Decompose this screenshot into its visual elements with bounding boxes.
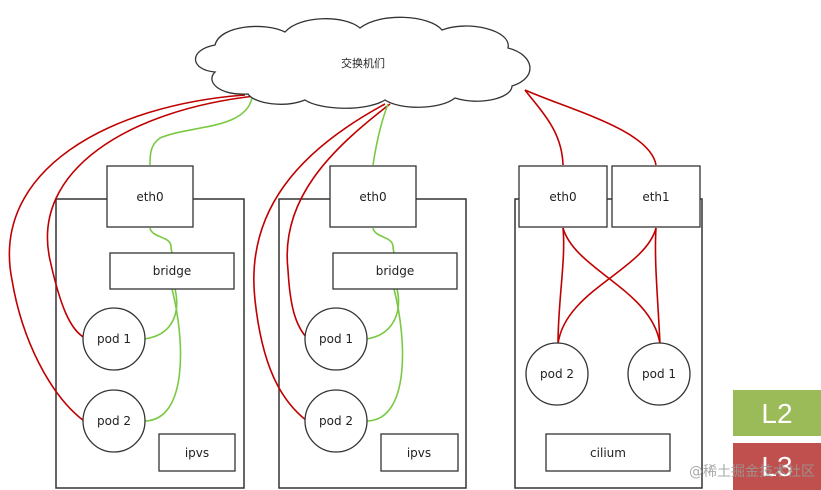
host-2-bridge-label: bridge <box>376 264 415 278</box>
legend: L2 L3 <box>733 390 821 490</box>
host-3-eth0-box <box>518 165 608 228</box>
host-2-pod2-circle <box>304 389 368 453</box>
host-1-pod2-label: pod 2 <box>97 414 131 428</box>
switch-cloud: 交换机们 <box>195 16 531 109</box>
host-2-pod1-circle <box>304 307 368 371</box>
l2-link-host1-bridge-pod2 <box>144 288 182 422</box>
host-3: eth0 eth1 pod 2 pod 1 cilium <box>518 165 701 472</box>
l3-links <box>8 89 661 422</box>
host-2-eth0-label: eth0 <box>359 190 386 204</box>
l2-link-host1-bridge-pod1 <box>143 288 178 340</box>
host-3-pod2-label: pod 2 <box>540 367 574 381</box>
host-2-pod1-label: pod 1 <box>319 332 353 346</box>
l3-link-eth1-pod1 <box>654 227 661 345</box>
l3-link-eth1-uplink <box>524 89 657 166</box>
host-1-pod2-circle <box>82 389 146 453</box>
l3-link-eth1-pod2 <box>557 227 657 345</box>
host-2: eth0 bridge pod 1 pod 2 ipvs <box>304 165 459 472</box>
l3-link-eth0-pod1 <box>562 227 661 345</box>
host-3-eth0-label: eth0 <box>549 190 576 204</box>
host-3-pod1-circle <box>627 342 691 406</box>
l3-link-host2-pod2 <box>253 103 386 422</box>
host-3-frame <box>514 198 703 489</box>
legend-l3-swatch <box>733 443 821 490</box>
l3-link-host1-pod1 <box>46 95 256 339</box>
host-1-eth0-box <box>106 165 194 228</box>
l2-link-host2-eth0-bridge <box>372 227 395 254</box>
l3-link-eth0-pod2 <box>557 227 565 345</box>
host-2-ipvs-label: ipvs <box>407 446 431 460</box>
host-3-eth1-box <box>611 165 701 228</box>
host-3-cilium-label: cilium <box>590 446 626 460</box>
l2-links <box>143 97 404 422</box>
host-3-pod1-label: pod 1 <box>642 367 676 381</box>
l3-link-host1-pod2 <box>8 94 246 422</box>
watermark-text: @稀土掘金技术社区 <box>689 464 815 480</box>
host-1-eth0-label: eth0 <box>136 190 163 204</box>
host-2-bridge-box <box>332 252 458 290</box>
l2-link-host1-eth0-bridge <box>149 227 173 254</box>
host-2-eth0-box <box>329 165 417 228</box>
host-2-ipvs-box <box>380 433 459 472</box>
cloud-shape <box>195 16 531 109</box>
host-1-ipvs-label: ipvs <box>185 446 209 460</box>
host-1-ipvs-box <box>158 433 236 472</box>
host-1: eth0 bridge pod 1 pod 2 ipvs <box>82 165 236 472</box>
host-1-pod1-label: pod 1 <box>97 332 131 346</box>
host-3-pod2-circle <box>525 342 589 406</box>
host-1-pod1-circle <box>82 307 146 371</box>
l3-link-eth0-uplink <box>524 89 564 166</box>
legend-l2-label: L2 <box>761 398 792 429</box>
l2-link-host1-uplink <box>149 97 253 166</box>
l2-link-host2-uplink <box>372 103 389 166</box>
host-1-bridge-label: bridge <box>153 264 192 278</box>
host-1-bridge-box <box>109 252 235 290</box>
host-2-pod2-label: pod 2 <box>319 414 353 428</box>
l2-link-host2-bridge-pod2 <box>366 288 404 422</box>
l3-link-host2-pod1 <box>286 103 391 339</box>
l2-link-host2-bridge-pod1 <box>365 288 400 340</box>
legend-l3-label: L3 <box>761 451 792 482</box>
legend-l2-swatch <box>733 390 821 436</box>
host-3-eth1-label: eth1 <box>642 190 669 204</box>
host-3-cilium-box <box>545 433 671 472</box>
cloud-label: 交换机们 <box>341 56 385 70</box>
